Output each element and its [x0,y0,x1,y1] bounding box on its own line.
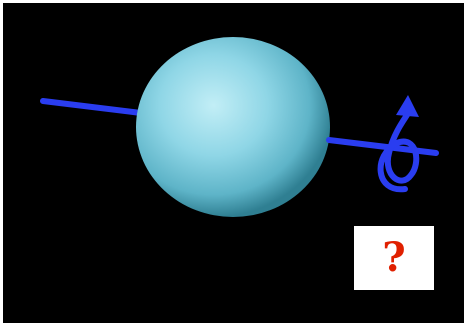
question-box: ? [354,226,434,290]
rotation-axis-right [326,137,439,156]
planet-scene [40,37,439,217]
rotation-direction-arrow [377,95,420,193]
bottom-border [0,323,467,328]
image-frame: ? [3,3,464,323]
rotation-axis-left [40,98,144,116]
planet [136,37,330,217]
question-mark: ? [382,234,406,281]
